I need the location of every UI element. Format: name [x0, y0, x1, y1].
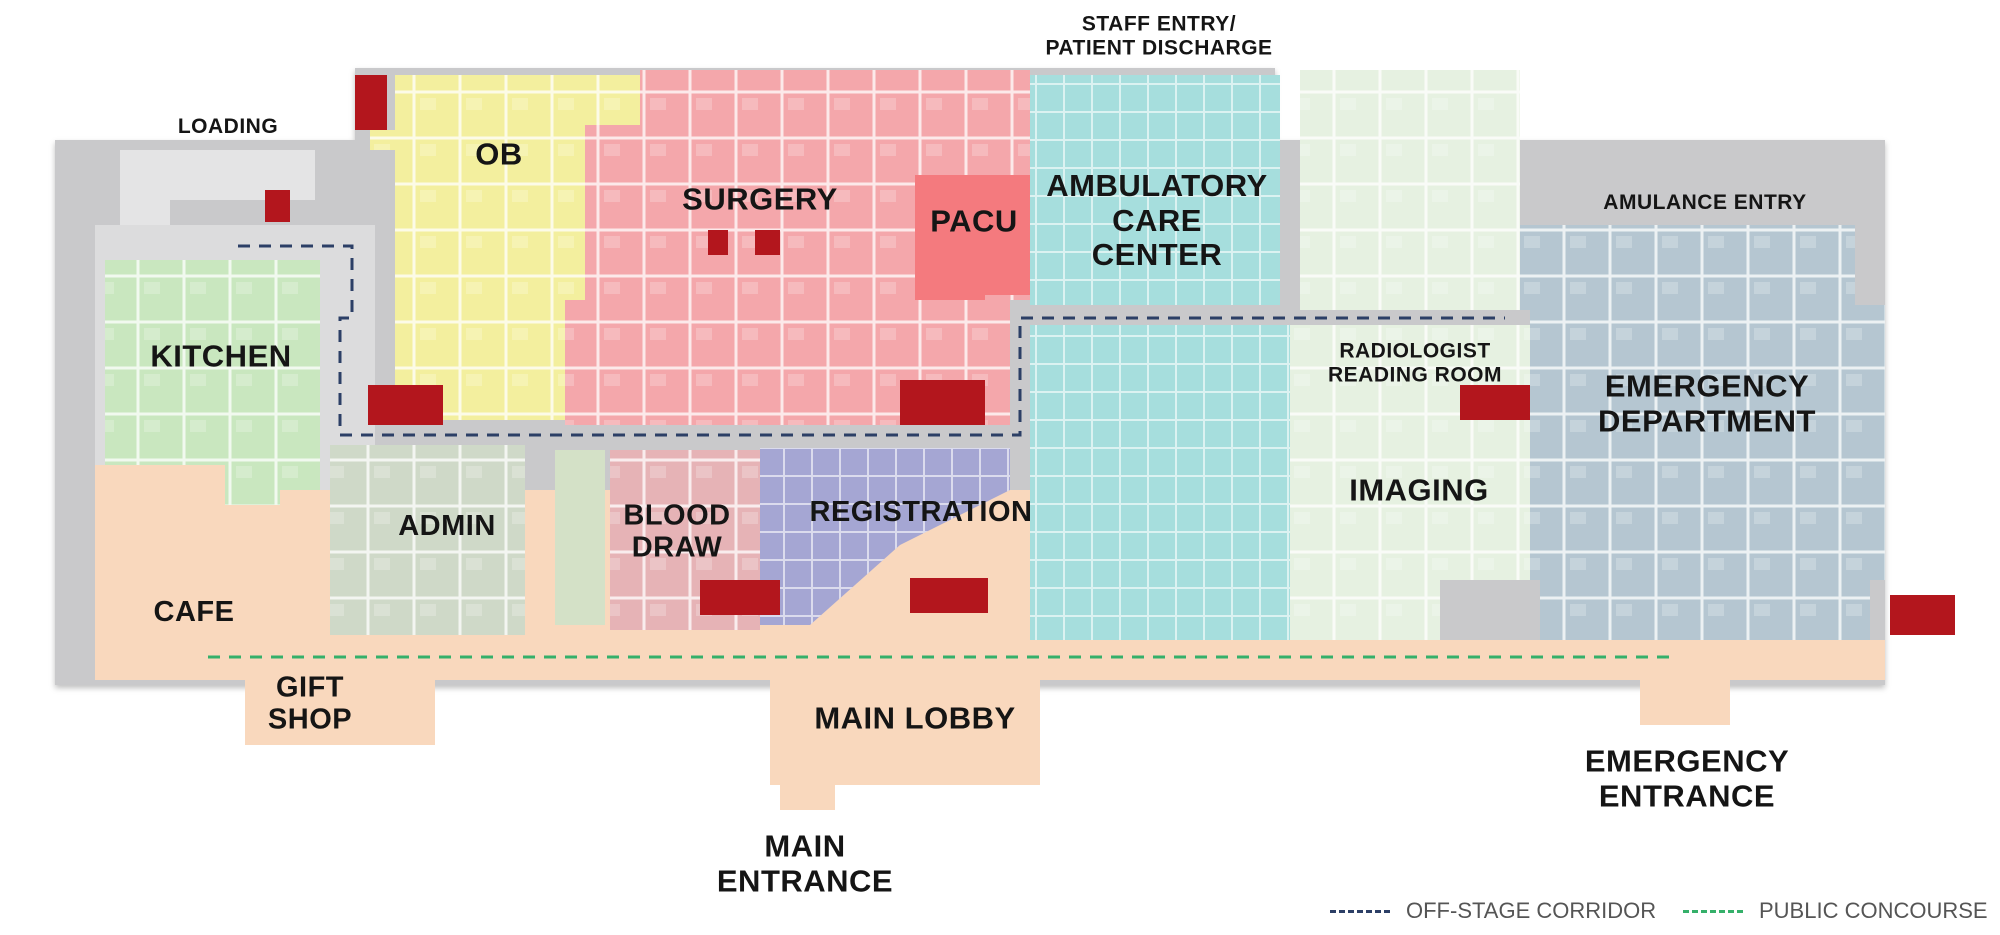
- zone-support-wing: [1300, 70, 1520, 310]
- legend-off-stage-label: OFF-STAGE CORRIDOR: [1406, 898, 1657, 923]
- service-rooms: [265, 75, 1955, 635]
- label-cafe: CAFE: [153, 595, 235, 628]
- label-radiologist-reading-room: RADIOLOGIST READING ROOM: [1328, 339, 1502, 386]
- legend-off-stage-swatch: [1330, 909, 1390, 913]
- label-blood-draw: BLOOD DRAW: [623, 499, 731, 564]
- label-surgery: SURGERY: [682, 181, 838, 217]
- label-staff-entry: STAFF ENTRY/ PATIENT DISCHARGE: [1045, 12, 1273, 59]
- label-emergency-entrance: EMERGENCY ENTRANCE: [1584, 743, 1790, 813]
- legend-public-concourse-label: PUBLIC CONCOURSE: [1759, 898, 1988, 923]
- legend-public-concourse: PUBLIC CONCOURSE: [1683, 896, 1988, 926]
- label-ambulatory-care-center: AMBULATORY CARE CENTER: [1046, 167, 1268, 273]
- label-kitchen: KITCHEN: [150, 338, 292, 374]
- zone-emergency: [1520, 225, 1885, 640]
- zone-surgery: [565, 70, 1030, 425]
- off-stage-corridor-line: [238, 244, 1505, 437]
- loading-zone: [120, 150, 315, 225]
- label-pacu: PACU: [930, 203, 1018, 239]
- label-ob: OB: [475, 136, 523, 172]
- label-registration: REGISTRATION: [809, 495, 1033, 528]
- zone-public-concourse: [95, 465, 1885, 810]
- label-main-lobby: MAIN LOBBY: [814, 700, 1016, 736]
- zone-pacu: [915, 175, 1030, 300]
- label-ambulance-entry: AMULANCE ENTRY: [1603, 191, 1807, 215]
- label-emergency-department: EMERGENCY DEPARTMENT: [1598, 368, 1816, 438]
- legend-public-concourse-swatch: [1683, 909, 1743, 913]
- legend-off-stage: OFF-STAGE CORRIDOR: [1330, 896, 1656, 926]
- label-loading: LOADING: [177, 115, 279, 139]
- label-main-entrance: MAIN ENTRANCE: [716, 828, 894, 898]
- label-imaging: IMAGING: [1349, 472, 1489, 508]
- zone-ambulatory: [1030, 75, 1290, 640]
- label-gift-shop: GIFT SHOP: [267, 671, 353, 736]
- zone-registration: [760, 448, 1010, 625]
- zone-admin: [330, 445, 605, 635]
- label-admin: ADMIN: [398, 509, 496, 542]
